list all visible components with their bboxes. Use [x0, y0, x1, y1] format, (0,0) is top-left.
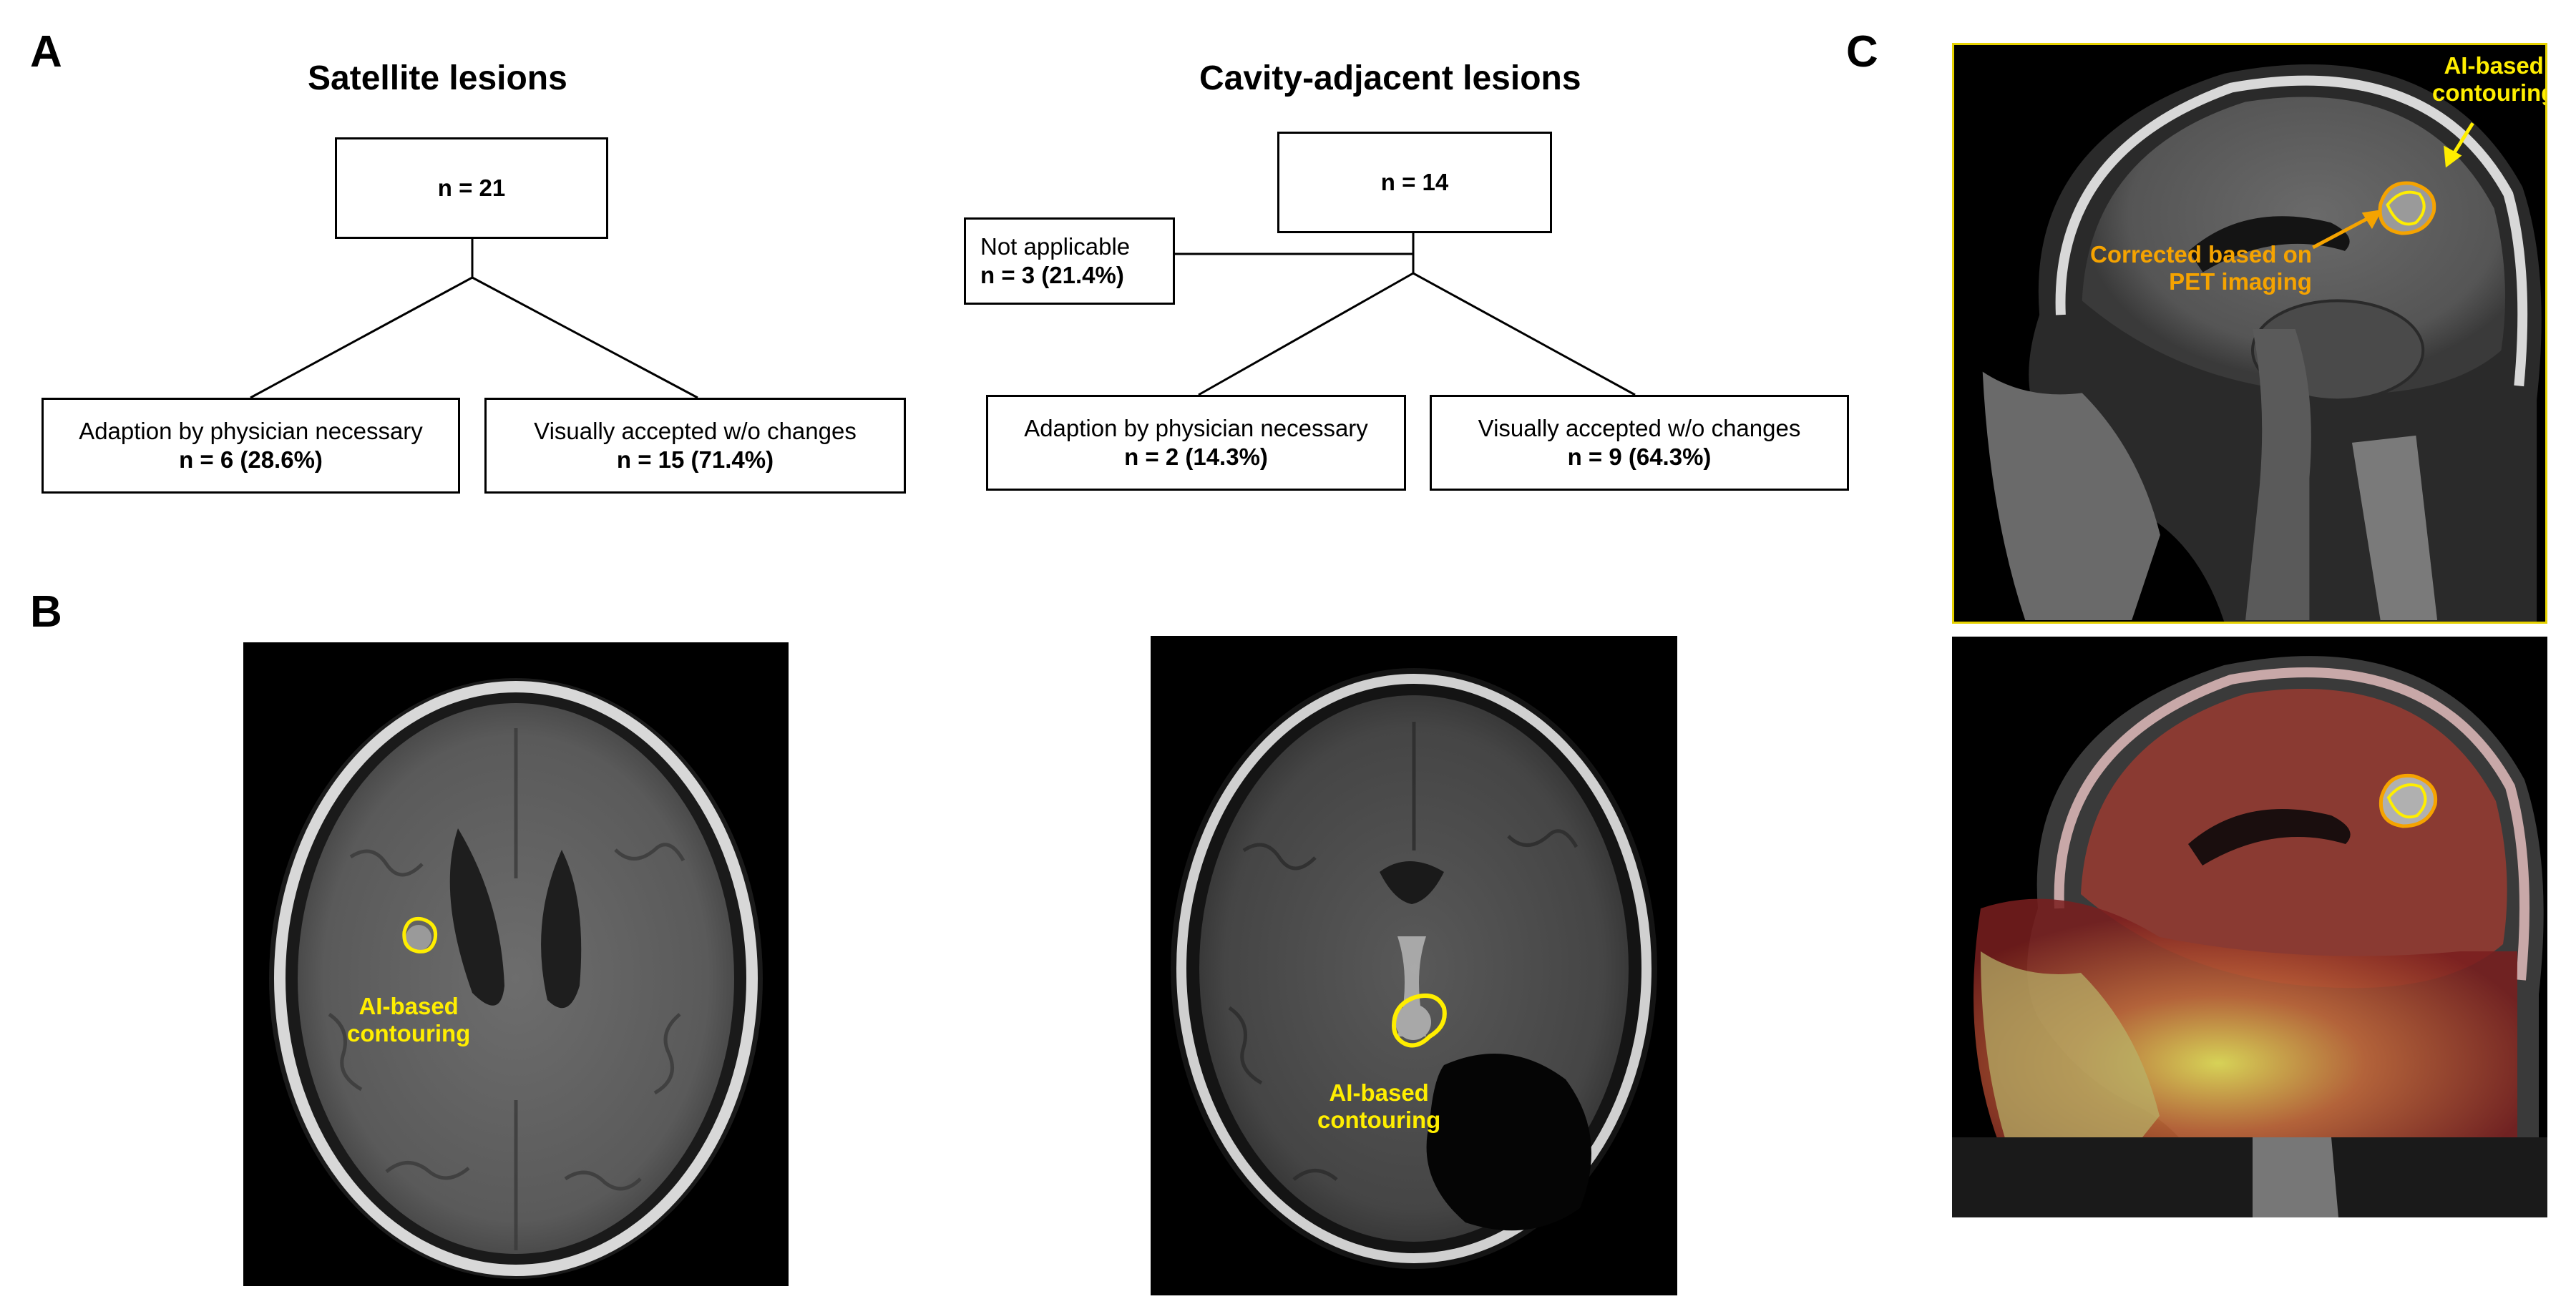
- cavity-title: Cavity-adjacent lesions: [1199, 59, 1581, 97]
- satellite-adaption-box: Adaption by physician necessary n = 6 (2…: [42, 398, 460, 494]
- cavity-root-box: n = 14: [1277, 132, 1552, 233]
- cavity-root-count: n = 14: [1380, 169, 1449, 196]
- axial-mri-satellite: AI-based contouring: [243, 642, 789, 1286]
- cavity-branch-right: [1413, 272, 1636, 396]
- panel-label-c: C: [1846, 27, 1878, 77]
- satellite-accepted-label: Visually accepted w/o changes: [534, 418, 857, 445]
- satellite-adaption-count: n = 6 (28.6%): [179, 446, 323, 473]
- pet-corrected-label: Corrected based on PET imaging: [2090, 241, 2312, 295]
- sagittal-pet-mri-fusion: [1952, 637, 2547, 1217]
- cavity-adaption-label: Adaption by physician necessary: [1024, 415, 1368, 442]
- panel-label-b: B: [30, 587, 62, 637]
- cavity-accepted-box: Visually accepted w/o changes n = 9 (64.…: [1430, 395, 1849, 491]
- satellite-accepted-count: n = 15 (71.4%): [616, 446, 774, 473]
- panel-label-a: A: [30, 27, 62, 77]
- cavity-not-applicable-count: n = 3 (21.4%): [980, 262, 1124, 288]
- satellite-ai-contour-label: AI-based contouring: [347, 993, 471, 1046]
- satellite-title: Satellite lesions: [308, 59, 567, 97]
- satellite-root-box: n = 21: [335, 137, 608, 239]
- cavity-not-applicable-label: Not applicable: [980, 233, 1131, 260]
- cavity-branch-left: [1198, 272, 1414, 396]
- cavity-adaption-count: n = 2 (14.3%): [1124, 443, 1268, 470]
- cavity-ai-contour-label: AI-based contouring: [1317, 1079, 1441, 1133]
- satellite-branch-left: [250, 276, 473, 399]
- axial-mri-cavity: AI-based contouring: [1151, 636, 1677, 1295]
- satellite-adaption-label: Adaption by physician necessary: [79, 418, 423, 445]
- cavity-not-applicable-box: Not applicable n = 3 (21.4%): [964, 217, 1175, 305]
- sagittal-mri: AI-based contouring Corrected based on P…: [1952, 43, 2547, 624]
- satellite-accepted-box: Visually accepted w/o changes n = 15 (71…: [484, 398, 906, 494]
- satellite-root-count: n = 21: [437, 175, 506, 202]
- satellite-branch-right: [472, 276, 698, 399]
- cavity-accepted-label: Visually accepted w/o changes: [1478, 415, 1801, 442]
- cavity-accepted-count: n = 9 (64.3%): [1567, 443, 1712, 470]
- sagittal-ai-contour-label: AI-based contouring: [2432, 52, 2547, 106]
- cavity-adaption-box: Adaption by physician necessary n = 2 (1…: [986, 395, 1406, 491]
